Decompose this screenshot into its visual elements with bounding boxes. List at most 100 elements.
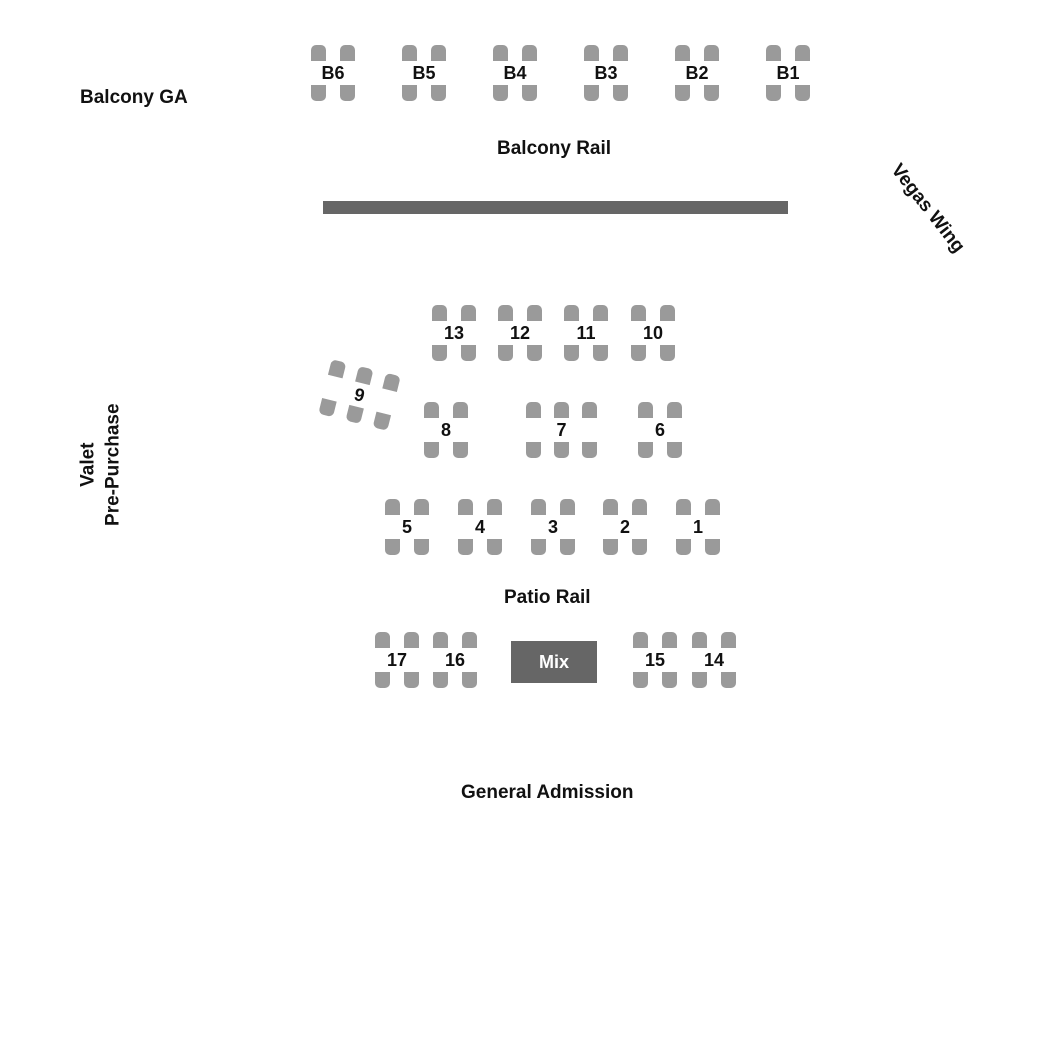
seat: [527, 305, 542, 321]
seat: [638, 442, 653, 458]
seat: [705, 539, 720, 555]
table-number: B3: [594, 63, 618, 83]
seat: [795, 45, 810, 61]
seat: [560, 499, 575, 515]
seat: [705, 499, 720, 515]
seat: [433, 672, 448, 688]
table-number: 13: [443, 323, 465, 343]
seat: [433, 632, 448, 648]
seat: [493, 45, 508, 61]
seat: [667, 402, 682, 418]
seat: [340, 45, 355, 61]
seat: [632, 539, 647, 555]
table-4[interactable]: 4: [458, 499, 502, 555]
seat: [584, 45, 599, 61]
table-13[interactable]: 13: [432, 305, 476, 361]
table-number: 1: [692, 517, 703, 537]
seat: [431, 45, 446, 61]
table-10[interactable]: 10: [631, 305, 675, 361]
seat: [458, 499, 473, 515]
valet-pre-purchase-label: Valet Pre-Purchase: [76, 400, 125, 530]
table-15[interactable]: 15: [633, 632, 677, 688]
table-number: B1: [776, 63, 800, 83]
table-17[interactable]: 17: [375, 632, 419, 688]
table-14[interactable]: 14: [692, 632, 736, 688]
seat: [766, 85, 781, 101]
balcony-ga-label: Balcony GA: [80, 87, 188, 108]
seat: [462, 672, 477, 688]
seat: [526, 442, 541, 458]
seat: [704, 85, 719, 101]
seat: [385, 539, 400, 555]
table-number: 7: [556, 420, 567, 440]
table-5[interactable]: 5: [385, 499, 429, 555]
table-b3[interactable]: B3: [584, 45, 628, 101]
seat: [487, 499, 502, 515]
seat: [582, 402, 597, 418]
table-number: 12: [509, 323, 531, 343]
table-11[interactable]: 11: [564, 305, 608, 361]
table-b4[interactable]: B4: [493, 45, 537, 101]
seat: [431, 85, 446, 101]
table-b6[interactable]: B6: [311, 45, 355, 101]
seat: [593, 305, 608, 321]
seat: [526, 402, 541, 418]
table-number: 6: [654, 420, 665, 440]
seat: [631, 345, 646, 361]
seat: [375, 632, 390, 648]
seat: [582, 442, 597, 458]
seat: [424, 402, 439, 418]
seat: [531, 499, 546, 515]
seat: [660, 345, 675, 361]
table-2[interactable]: 2: [603, 499, 647, 555]
table-12[interactable]: 12: [498, 305, 542, 361]
seat: [554, 442, 569, 458]
seat: [613, 45, 628, 61]
table-number: B2: [685, 63, 709, 83]
seat: [404, 632, 419, 648]
table-number: 10: [642, 323, 664, 343]
seat: [766, 45, 781, 61]
seat: [675, 85, 690, 101]
seat: [564, 305, 579, 321]
seat: [432, 305, 447, 321]
watermark: [0, 940, 1050, 980]
table-6[interactable]: 6: [638, 402, 682, 458]
seat: [662, 632, 677, 648]
general-admission-label: General Admission: [461, 782, 634, 803]
table-9[interactable]: 9: [318, 359, 401, 431]
seat: [667, 442, 682, 458]
seat: [692, 632, 707, 648]
seat: [675, 45, 690, 61]
seat: [584, 85, 599, 101]
seat: [662, 672, 677, 688]
seat: [564, 345, 579, 361]
table-number: 14: [703, 650, 725, 670]
table-number: 9: [352, 384, 367, 406]
table-b1[interactable]: B1: [766, 45, 810, 101]
seat: [676, 499, 691, 515]
seat: [692, 672, 707, 688]
table-number: B6: [321, 63, 345, 83]
seat: [402, 45, 417, 61]
table-b2[interactable]: B2: [675, 45, 719, 101]
seat: [676, 539, 691, 555]
table-number: 2: [619, 517, 630, 537]
seat: [560, 539, 575, 555]
table-3[interactable]: 3: [531, 499, 575, 555]
table-16[interactable]: 16: [433, 632, 477, 688]
seat: [593, 345, 608, 361]
table-7[interactable]: 7: [526, 402, 597, 458]
seat: [522, 45, 537, 61]
table-number: 3: [547, 517, 558, 537]
mix-booth: Mix: [511, 641, 597, 683]
seat: [461, 345, 476, 361]
table-number: B5: [412, 63, 436, 83]
table-b5[interactable]: B5: [402, 45, 446, 101]
seat: [458, 539, 473, 555]
table-8[interactable]: 8: [424, 402, 468, 458]
seat: [414, 539, 429, 555]
seat: [498, 345, 513, 361]
table-1[interactable]: 1: [676, 499, 720, 555]
